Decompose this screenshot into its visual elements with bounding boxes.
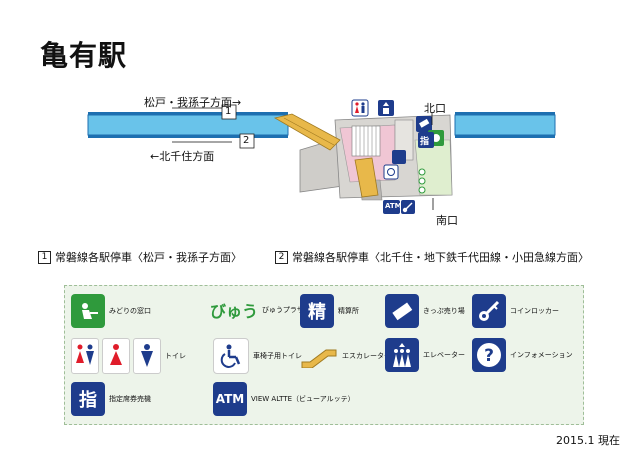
legend-accessible-toilet-label: 車椅子用トイレ: [253, 352, 302, 360]
legend: みどりの窓口 びゅう びゅうプラザ 精 精算所 きっぷ売り場 コインロッカー: [64, 285, 584, 425]
legend-info-label: インフォメーション: [510, 351, 573, 359]
seisan-map-icon: [392, 150, 406, 164]
elevator-icon: [385, 338, 419, 372]
toilet-combined-icon: [71, 338, 99, 374]
legend-coin: コインロッカー: [472, 294, 559, 328]
svg-text:?: ?: [484, 346, 494, 366]
station-title: 亀有駅: [40, 39, 128, 72]
reserved-seat-icon: 指: [71, 382, 105, 416]
platform-left: [87, 112, 289, 138]
legend-accessible-toilet: 車椅子用トイレ: [213, 338, 302, 374]
route-1-text: 常磐線各駅停車〈松戸・我孫子方面〉: [55, 251, 242, 264]
legend-kippu-label: きっぷ売り場: [423, 307, 465, 315]
legend-escalator: エスカレーター: [300, 344, 391, 368]
atm-icon: ATM: [213, 382, 247, 416]
legend-midori: みどりの窓口: [71, 294, 151, 328]
route-1-number: 1: [38, 250, 51, 264]
south-exit-label: 南口: [436, 214, 458, 227]
elevator-map-icon: [378, 100, 394, 116]
date-stamp: 2015.1 現在: [556, 434, 620, 447]
legend-elevator: エレベーター: [385, 338, 465, 372]
platform-1-label: 1: [225, 106, 232, 117]
midori-icon: [71, 294, 105, 328]
route-2: 2 常磐線各駅停車〈北千住・地下鉄千代田線・小田急線方面〉: [275, 249, 589, 265]
legend-escalator-label: エスカレーター: [342, 352, 391, 360]
legend-elevator-label: エレベーター: [423, 351, 465, 359]
platform-1-box: [221, 104, 237, 120]
station-map: [87, 99, 556, 214]
legend-atm-label: VIEW ALTTE（ビューアルッテ）: [251, 395, 355, 403]
ticket-icon: [385, 294, 419, 328]
legend-info: ? インフォメーション: [472, 338, 573, 372]
legend-toilet: トイレ: [71, 338, 186, 374]
legend-coin-label: コインロッカー: [510, 307, 559, 315]
seisan-icon: 精: [300, 294, 334, 328]
toilet-map-icon: [351, 99, 369, 117]
coin-marks: [418, 168, 426, 194]
direction-upper: 松戸・我孫子方面→: [144, 96, 242, 109]
escalator-upper: [273, 113, 341, 151]
escalator-lower: [354, 157, 379, 198]
coin-locker-map-icon: [401, 200, 415, 214]
legend-toilet-label: トイレ: [165, 352, 186, 360]
coin-locker-icon: [472, 294, 506, 328]
toilet-icons: [71, 338, 161, 374]
view-plaza-logo: びゅう: [210, 302, 259, 321]
atm-map-icon: [383, 200, 400, 214]
legend-atm: ATM VIEW ALTTE（ビューアルッテ）: [213, 382, 355, 416]
legend-reserved-label: 指定席券売機: [109, 395, 151, 403]
direction-lower: ←北千住方面: [150, 150, 215, 163]
information-icon: ?: [472, 338, 506, 372]
route-2-number: 2: [275, 250, 288, 264]
platform-right: [454, 112, 556, 138]
platform-2-box: [239, 133, 255, 149]
legend-kippu: きっぷ売り場: [385, 294, 465, 328]
toilet-women-icon: [102, 338, 130, 374]
legend-reserved: 指 指定席券売機: [71, 382, 151, 416]
north-exit-label: 北口: [424, 102, 446, 115]
legend-seisan-label: 精算所: [338, 307, 359, 315]
wheelchair-icon: [213, 338, 249, 374]
wheelchair-map-icon: [383, 164, 399, 180]
toilet-men-icon: [133, 338, 161, 374]
legend-view-plaza: びゅう びゅうプラザ: [210, 298, 304, 322]
platform-2-label: 2: [243, 135, 250, 146]
reserved-map-text: 指: [420, 137, 430, 147]
route-1: 1 常磐線各駅停車〈松戸・我孫子方面〉: [38, 249, 242, 265]
ticket-machine-map-icon: [416, 116, 432, 132]
escalator-icon: [301, 349, 337, 368]
route-2-text: 常磐線各駅停車〈北千住・地下鉄千代田線・小田急線方面〉: [292, 251, 589, 264]
reserved-map-icon: [418, 132, 434, 148]
legend-seisan: 精 精算所: [300, 294, 359, 328]
legend-view-plaza-label: びゅうプラザ: [262, 306, 304, 314]
atm-map-text: ATM: [385, 202, 402, 210]
legend-midori-label: みどりの窓口: [109, 307, 151, 315]
